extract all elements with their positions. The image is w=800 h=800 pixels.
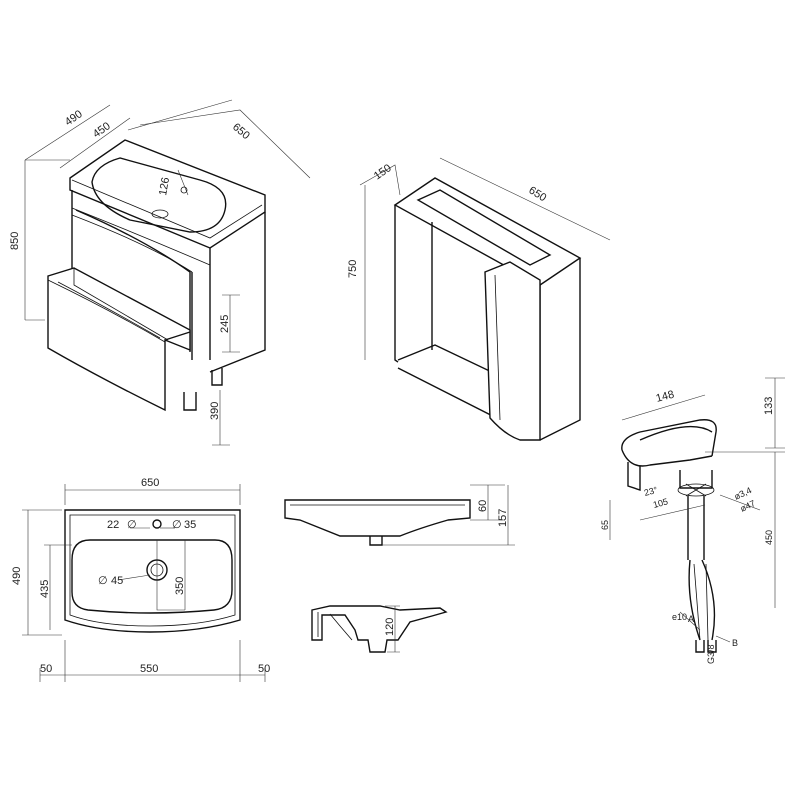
dim-faucet-reach: 105 <box>652 496 669 510</box>
dim-faucet-tail: 450 <box>764 530 774 545</box>
label-b: B <box>732 638 738 648</box>
label-e10: e10 <box>672 612 687 622</box>
dim-drain-diameter: 45 <box>111 575 123 587</box>
dim-cabinet-depth-total: 490 <box>63 108 85 128</box>
dim-cabinet-height: 850 <box>9 232 21 250</box>
dim-cabinet-depth-inner: 450 <box>91 120 113 140</box>
dim-hose-d2: ø47 <box>739 498 757 514</box>
dim-rim-height: 60 <box>477 500 489 512</box>
dim-tap-offset: 22 <box>107 519 119 531</box>
basin-section-view: 120 <box>311 605 448 653</box>
dim-leg-height: 390 <box>209 402 221 420</box>
basin-top-view: 650 490 435 350 22 ∅ ∅ 35 ∅ 45 50 550 50 <box>11 477 270 682</box>
dim-tap-diameter: 35 <box>184 519 196 531</box>
label-thread: G3/8 <box>706 644 716 664</box>
dim-margin-left: 50 <box>40 663 52 675</box>
mirror-cabinet-isometric: 150 650 750 <box>347 157 611 441</box>
dim-faucet-angle: 23° <box>643 485 659 498</box>
dim-inner-width: 550 <box>140 663 158 675</box>
dim-total-height: 157 <box>497 509 509 527</box>
cabinet-isometric: 490 450 650 850 126 245 390 <box>9 99 311 446</box>
dim-bowl-depth: 350 <box>174 577 186 595</box>
dim-hole-offset: 126 <box>157 176 172 196</box>
phi-icon-drain: ∅ <box>98 575 108 587</box>
label-a: A <box>688 614 694 624</box>
faucet-drawing: 148 133 23° 105 ø3,4 ø47 65 450 e10 A B … <box>600 377 785 664</box>
dim-faucet-height: 133 <box>763 397 775 415</box>
phi-icon-tap: ∅ <box>127 519 137 531</box>
dim-faucet-length: 148 <box>655 389 676 405</box>
dim-cabinet-width: 650 <box>230 121 252 142</box>
dim-margin-right: 50 <box>258 663 270 675</box>
basin-side-view: 60 157 <box>284 484 515 546</box>
dim-bowl-height: 120 <box>384 618 396 636</box>
dim-basin-inner-depth: 435 <box>39 580 51 598</box>
dim-faucet-base-height: 65 <box>600 520 610 530</box>
dim-mirror-depth: 150 <box>372 162 394 182</box>
dim-mirror-height: 750 <box>347 260 359 278</box>
dim-drawer-height: 245 <box>219 315 231 333</box>
dim-basin-depth: 490 <box>11 567 23 585</box>
phi-icon-tap-hole: ∅ <box>172 519 182 531</box>
dim-basin-width: 650 <box>141 477 159 489</box>
